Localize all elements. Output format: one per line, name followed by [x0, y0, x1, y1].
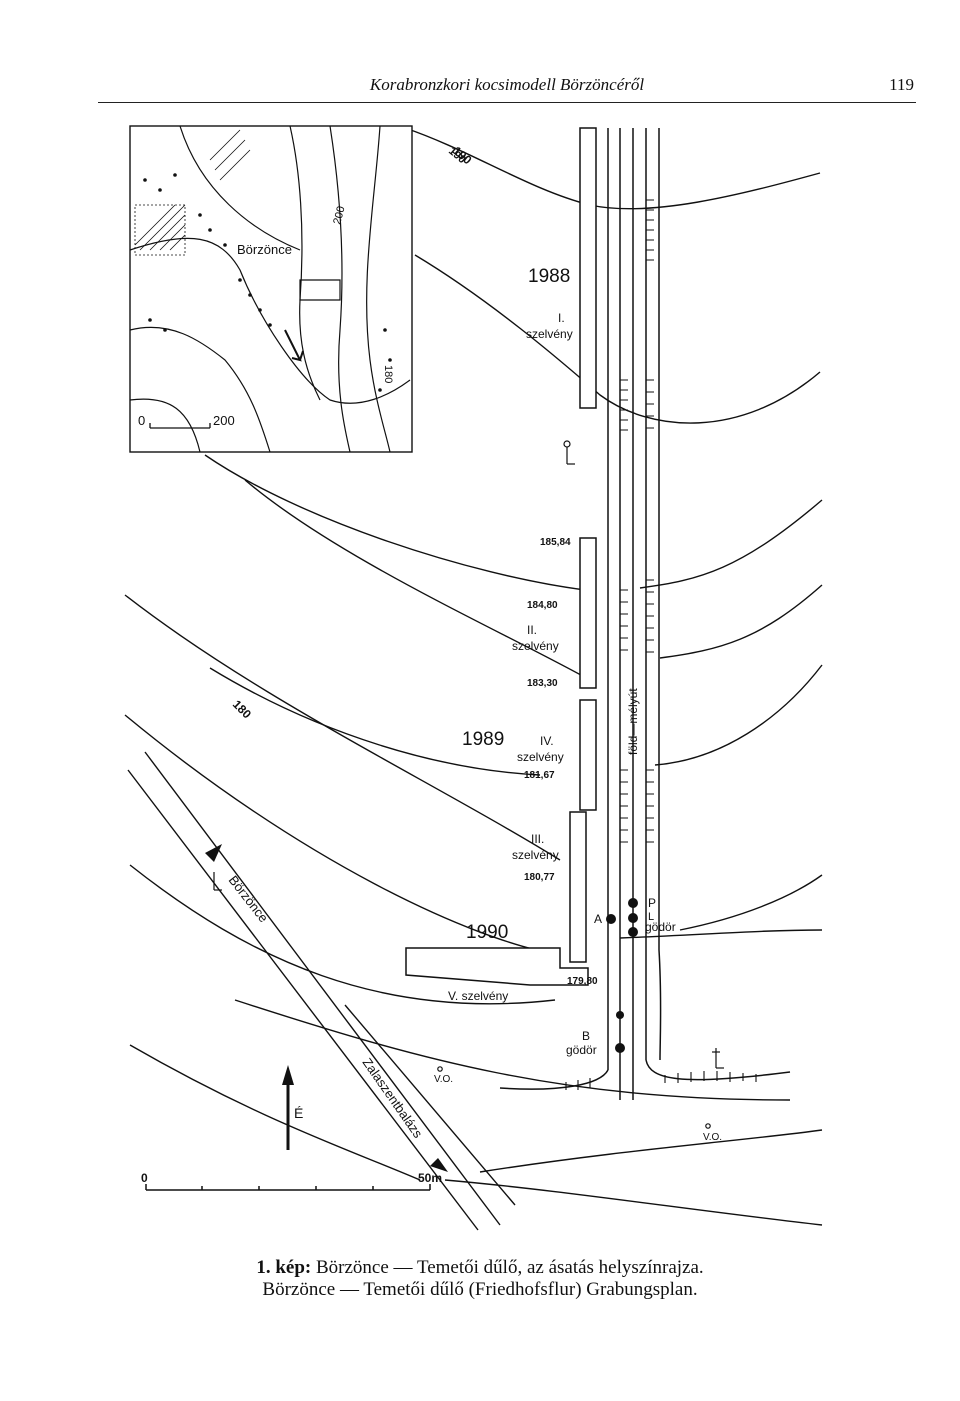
- elevation-5: 180,77: [524, 872, 555, 883]
- trench-III-number: III.: [531, 832, 544, 846]
- scale-end: 50m: [418, 1171, 442, 1185]
- elevation-2: 184,80: [527, 600, 558, 611]
- trench-I-word: szelvény: [526, 327, 573, 341]
- trench-I-number: I.: [558, 311, 565, 325]
- arrow-to-borzonce-icon: [205, 844, 222, 862]
- year-1990: 1990: [466, 922, 508, 943]
- vo-label-1: V.O.: [434, 1074, 453, 1085]
- trench-IV: [579, 699, 597, 811]
- site-arrow-icon: [284, 329, 304, 362]
- road-to-borzonce: Börzönce: [226, 873, 272, 926]
- pit-P-word: gödör: [645, 920, 676, 934]
- inset-map: Börzönce 190 200 180 0 200: [129, 125, 468, 453]
- north-label: É: [294, 1105, 303, 1121]
- trench-III: [569, 811, 587, 963]
- trench-IV-number: IV.: [540, 734, 554, 748]
- trench-I: [579, 127, 597, 409]
- elevation-6: 179,80: [567, 976, 598, 987]
- trench-V: [405, 947, 589, 986]
- site-plan: Börzönce 190 200 180 0 200 1988 I. szelv…: [124, 125, 823, 1231]
- page-number: 119: [889, 75, 914, 94]
- running-title: Korabronzkori kocsimodell Börzöncéről: [369, 75, 645, 94]
- scale-start: 0: [141, 1171, 148, 1185]
- pit-P-sub: L: [648, 911, 654, 923]
- inset-contour-180: 180: [382, 365, 394, 383]
- figure-caption-line-1: 1. kép: Börzönce — Temetői dűlő, az ásat…: [0, 1257, 960, 1279]
- pit-A-label: A: [594, 912, 602, 926]
- year-1988: 1988: [528, 266, 570, 287]
- trench-II-number: II.: [527, 623, 537, 637]
- trench-III-word: szelvény: [512, 848, 559, 862]
- inset-scale-end: 200: [213, 413, 235, 428]
- trench-II: [579, 537, 597, 689]
- road-label: föld—mélyút: [626, 688, 640, 755]
- year-1989: 1989: [462, 729, 504, 750]
- pit-B-word: gödör: [566, 1043, 597, 1057]
- trench-IV-word: szelvény: [517, 750, 564, 764]
- elevation-4: 181,67: [524, 770, 555, 781]
- scale-bar: [145, 1184, 431, 1191]
- elevation-1: 185,84: [540, 537, 571, 548]
- trenches: [405, 127, 597, 986]
- trench-V-label: V. szelvény: [448, 989, 508, 1003]
- figure-number: 1. kép:: [256, 1257, 312, 1278]
- figure-caption-line-2: Börzönce — Temetői dűlő (Friedhofsflur) …: [262, 1279, 698, 1300]
- pit-P-letter: P: [648, 896, 656, 910]
- caption-hungarian: Börzönce — Temetői dűlő, az ásatás helys…: [315, 1257, 704, 1278]
- inset-contour-200: 200: [331, 205, 347, 226]
- page-header: Korabronzkori kocsimodell Börzöncéről 11…: [98, 68, 916, 103]
- roads: [127, 751, 516, 1231]
- north-arrow-icon: [282, 1065, 294, 1150]
- pits: [606, 898, 638, 1053]
- road-to-zalaszentbalazs: Zalaszentbalázs: [360, 1055, 426, 1141]
- trench-II-word: szelvény: [512, 639, 559, 653]
- inset-village-label: Börzönce: [237, 242, 292, 257]
- contour-label-180: 180: [230, 697, 254, 721]
- vo-label-2: V.O.: [703, 1132, 722, 1143]
- inset-scale-bar: [149, 423, 211, 429]
- sunken-road: [499, 128, 791, 1100]
- road-hachures: [565, 199, 757, 1090]
- survey-points: [213, 440, 724, 1129]
- contour-lines: [124, 127, 823, 1226]
- arrow-to-zalaszentbalazs-icon: [430, 1158, 448, 1172]
- elevation-3: 183,30: [527, 678, 558, 689]
- inset-scale-start: 0: [138, 413, 145, 428]
- pit-B-letter: B: [582, 1029, 590, 1043]
